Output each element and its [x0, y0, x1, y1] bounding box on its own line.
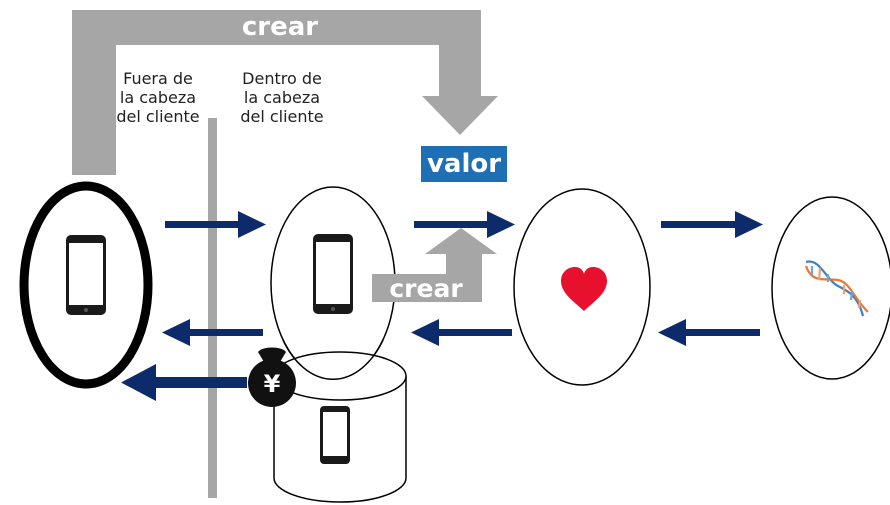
divider-line [208, 118, 217, 498]
ellipse-identity [771, 196, 890, 380]
dna-icon [804, 260, 869, 317]
crear-loop-arrow [72, 10, 498, 175]
inside-head-label: Dentro de la cabeza del cliente [240, 69, 324, 126]
arrow-right-1 [165, 211, 266, 238]
arrow-left-3 [658, 319, 760, 346]
crear-up-arrow [372, 228, 497, 302]
arrow-right-3 [661, 211, 763, 238]
valor-label: valor [421, 146, 507, 182]
smartphone-icon [313, 234, 353, 314]
crear-mid-label: crear [389, 274, 463, 303]
heart-icon [561, 267, 607, 311]
arrow-left-2 [411, 319, 512, 346]
smartphone-icon [66, 235, 106, 315]
crear-top-label: crear [241, 12, 319, 42]
money-bag-yen-icon: ¥ [248, 347, 296, 407]
outside-head-label: Fuera de la cabeza del cliente [116, 69, 200, 126]
svg-text:¥: ¥ [264, 370, 281, 398]
arrow-left-money [121, 364, 247, 401]
arrow-left-1 [162, 319, 263, 346]
smartphone-icon [320, 406, 350, 464]
arrow-right-2 [414, 211, 515, 238]
